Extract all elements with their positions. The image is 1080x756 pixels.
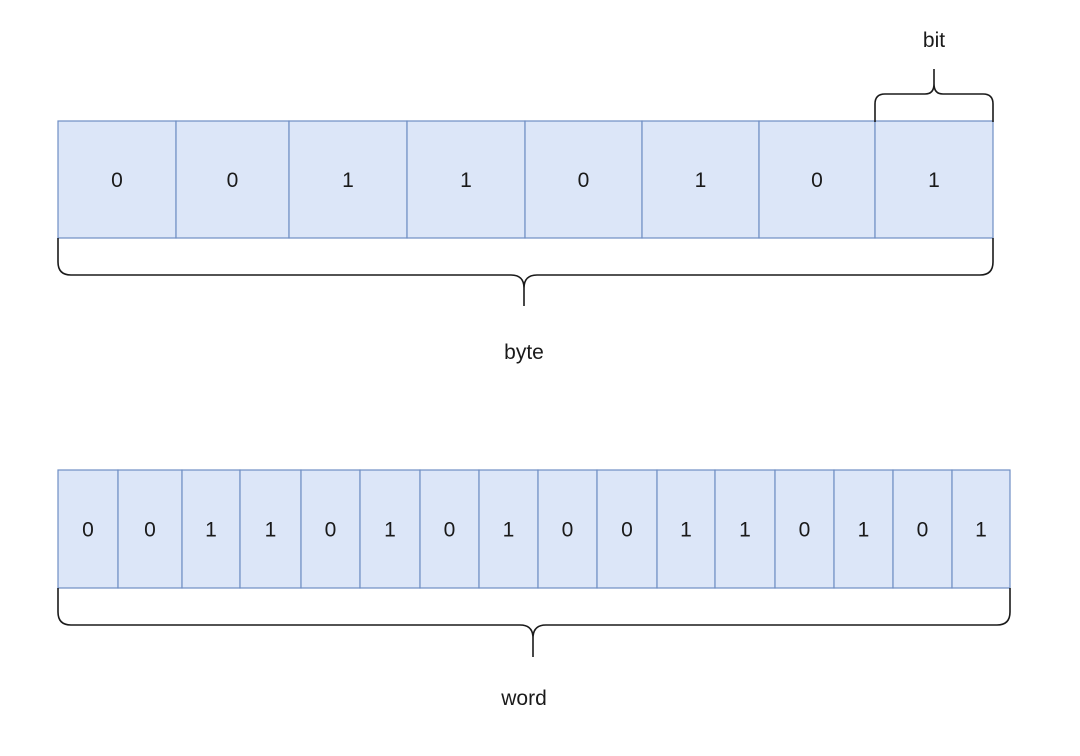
word-bit-cell: 1 (951, 469, 1011, 589)
byte-bit-cell-box (641, 120, 760, 239)
word-bit-value: 1 (975, 519, 987, 542)
word-bit-cell-box (239, 469, 302, 589)
word-bit-cell: 1 (714, 469, 776, 589)
byte-row: 0 0 1 1 0 1 0 1 (57, 120, 994, 239)
word-bit-cell: 0 (537, 469, 598, 589)
word-bit-value: 0 (82, 519, 94, 542)
byte-bit-value: 1 (460, 169, 472, 192)
byte-bit-value: 1 (928, 169, 940, 192)
byte-bit-cell: 0 (758, 120, 876, 239)
byte-bit-value: 0 (811, 169, 823, 192)
byte-bit-value: 0 (111, 169, 123, 192)
word-bit-value: 1 (205, 519, 217, 542)
word-bit-cell: 0 (596, 469, 658, 589)
word-bit-cell-box (892, 469, 953, 589)
byte-bit-cell: 1 (874, 120, 994, 239)
word-bit-cell: 1 (359, 469, 421, 589)
byte-bit-cell: 0 (524, 120, 643, 239)
byte-brace (57, 238, 994, 306)
word-bit-cell: 0 (774, 469, 835, 589)
byte-bit-cell: 0 (57, 120, 177, 239)
word-bit-cell: 1 (181, 469, 241, 589)
word-bit-value: 0 (917, 519, 929, 542)
byte-label: byte (504, 341, 544, 364)
word-bit-cell-box (656, 469, 716, 589)
byte-bit-cell-box (874, 120, 994, 239)
byte-bit-value: 1 (695, 169, 707, 192)
bit-brace (874, 69, 994, 122)
word-bit-value: 0 (325, 519, 337, 542)
word-bit-value: 1 (858, 519, 870, 542)
byte-bit-cell: 0 (175, 120, 290, 239)
word-label: word (500, 687, 547, 710)
bit-label: bit (923, 29, 945, 52)
byte-bit-cell: 1 (288, 120, 408, 239)
byte-bit-value: 0 (578, 169, 590, 192)
byte-bit-cell-box (175, 120, 290, 239)
word-bit-cell-box (833, 469, 894, 589)
word-bit-cell: 0 (419, 469, 480, 589)
word-bit-value: 0 (562, 519, 574, 542)
word-bit-cell-box (537, 469, 598, 589)
word-bit-cell: 0 (57, 469, 119, 589)
word-bit-value: 1 (265, 519, 277, 542)
byte-bit-value: 1 (342, 169, 354, 192)
byte-bit-cell-box (406, 120, 526, 239)
word-bit-cell: 1 (833, 469, 894, 589)
word-bit-cell-box (359, 469, 421, 589)
word-bit-cell: 1 (239, 469, 302, 589)
byte-bit-cell-box (288, 120, 408, 239)
byte-bit-cell-box (57, 120, 177, 239)
word-bit-value: 0 (144, 519, 156, 542)
word-bit-value: 1 (503, 519, 515, 542)
word-bit-cell-box (300, 469, 361, 589)
word-bit-cell-box (117, 469, 183, 589)
byte-bit-cell: 1 (641, 120, 760, 239)
word-bit-cell-box (951, 469, 1011, 589)
word-bit-cell-box (57, 469, 119, 589)
word-bit-cell: 0 (117, 469, 183, 589)
word-bit-cell: 1 (478, 469, 539, 589)
word-bit-cell: 1 (656, 469, 716, 589)
word-bit-cell-box (478, 469, 539, 589)
byte-bit-cell-box (758, 120, 876, 239)
word-bit-value: 0 (444, 519, 456, 542)
word-bit-value: 0 (799, 519, 811, 542)
word-bit-value: 0 (621, 519, 633, 542)
word-bit-cell: 0 (300, 469, 361, 589)
byte-bit-cell-box (524, 120, 643, 239)
word-bit-value: 1 (384, 519, 396, 542)
word-bit-cell-box (714, 469, 776, 589)
word-row: 0 0 1 1 0 1 0 1 0 0 1 1 0 1 0 1 (57, 469, 1011, 589)
word-bit-cell-box (596, 469, 658, 589)
byte-bit-value: 0 (227, 169, 239, 192)
word-bit-value: 1 (680, 519, 692, 542)
byte-bit-cell: 1 (406, 120, 526, 239)
word-bit-cell: 0 (892, 469, 953, 589)
word-bit-cell-box (774, 469, 835, 589)
word-bit-value: 1 (739, 519, 751, 542)
word-brace (57, 588, 1011, 657)
